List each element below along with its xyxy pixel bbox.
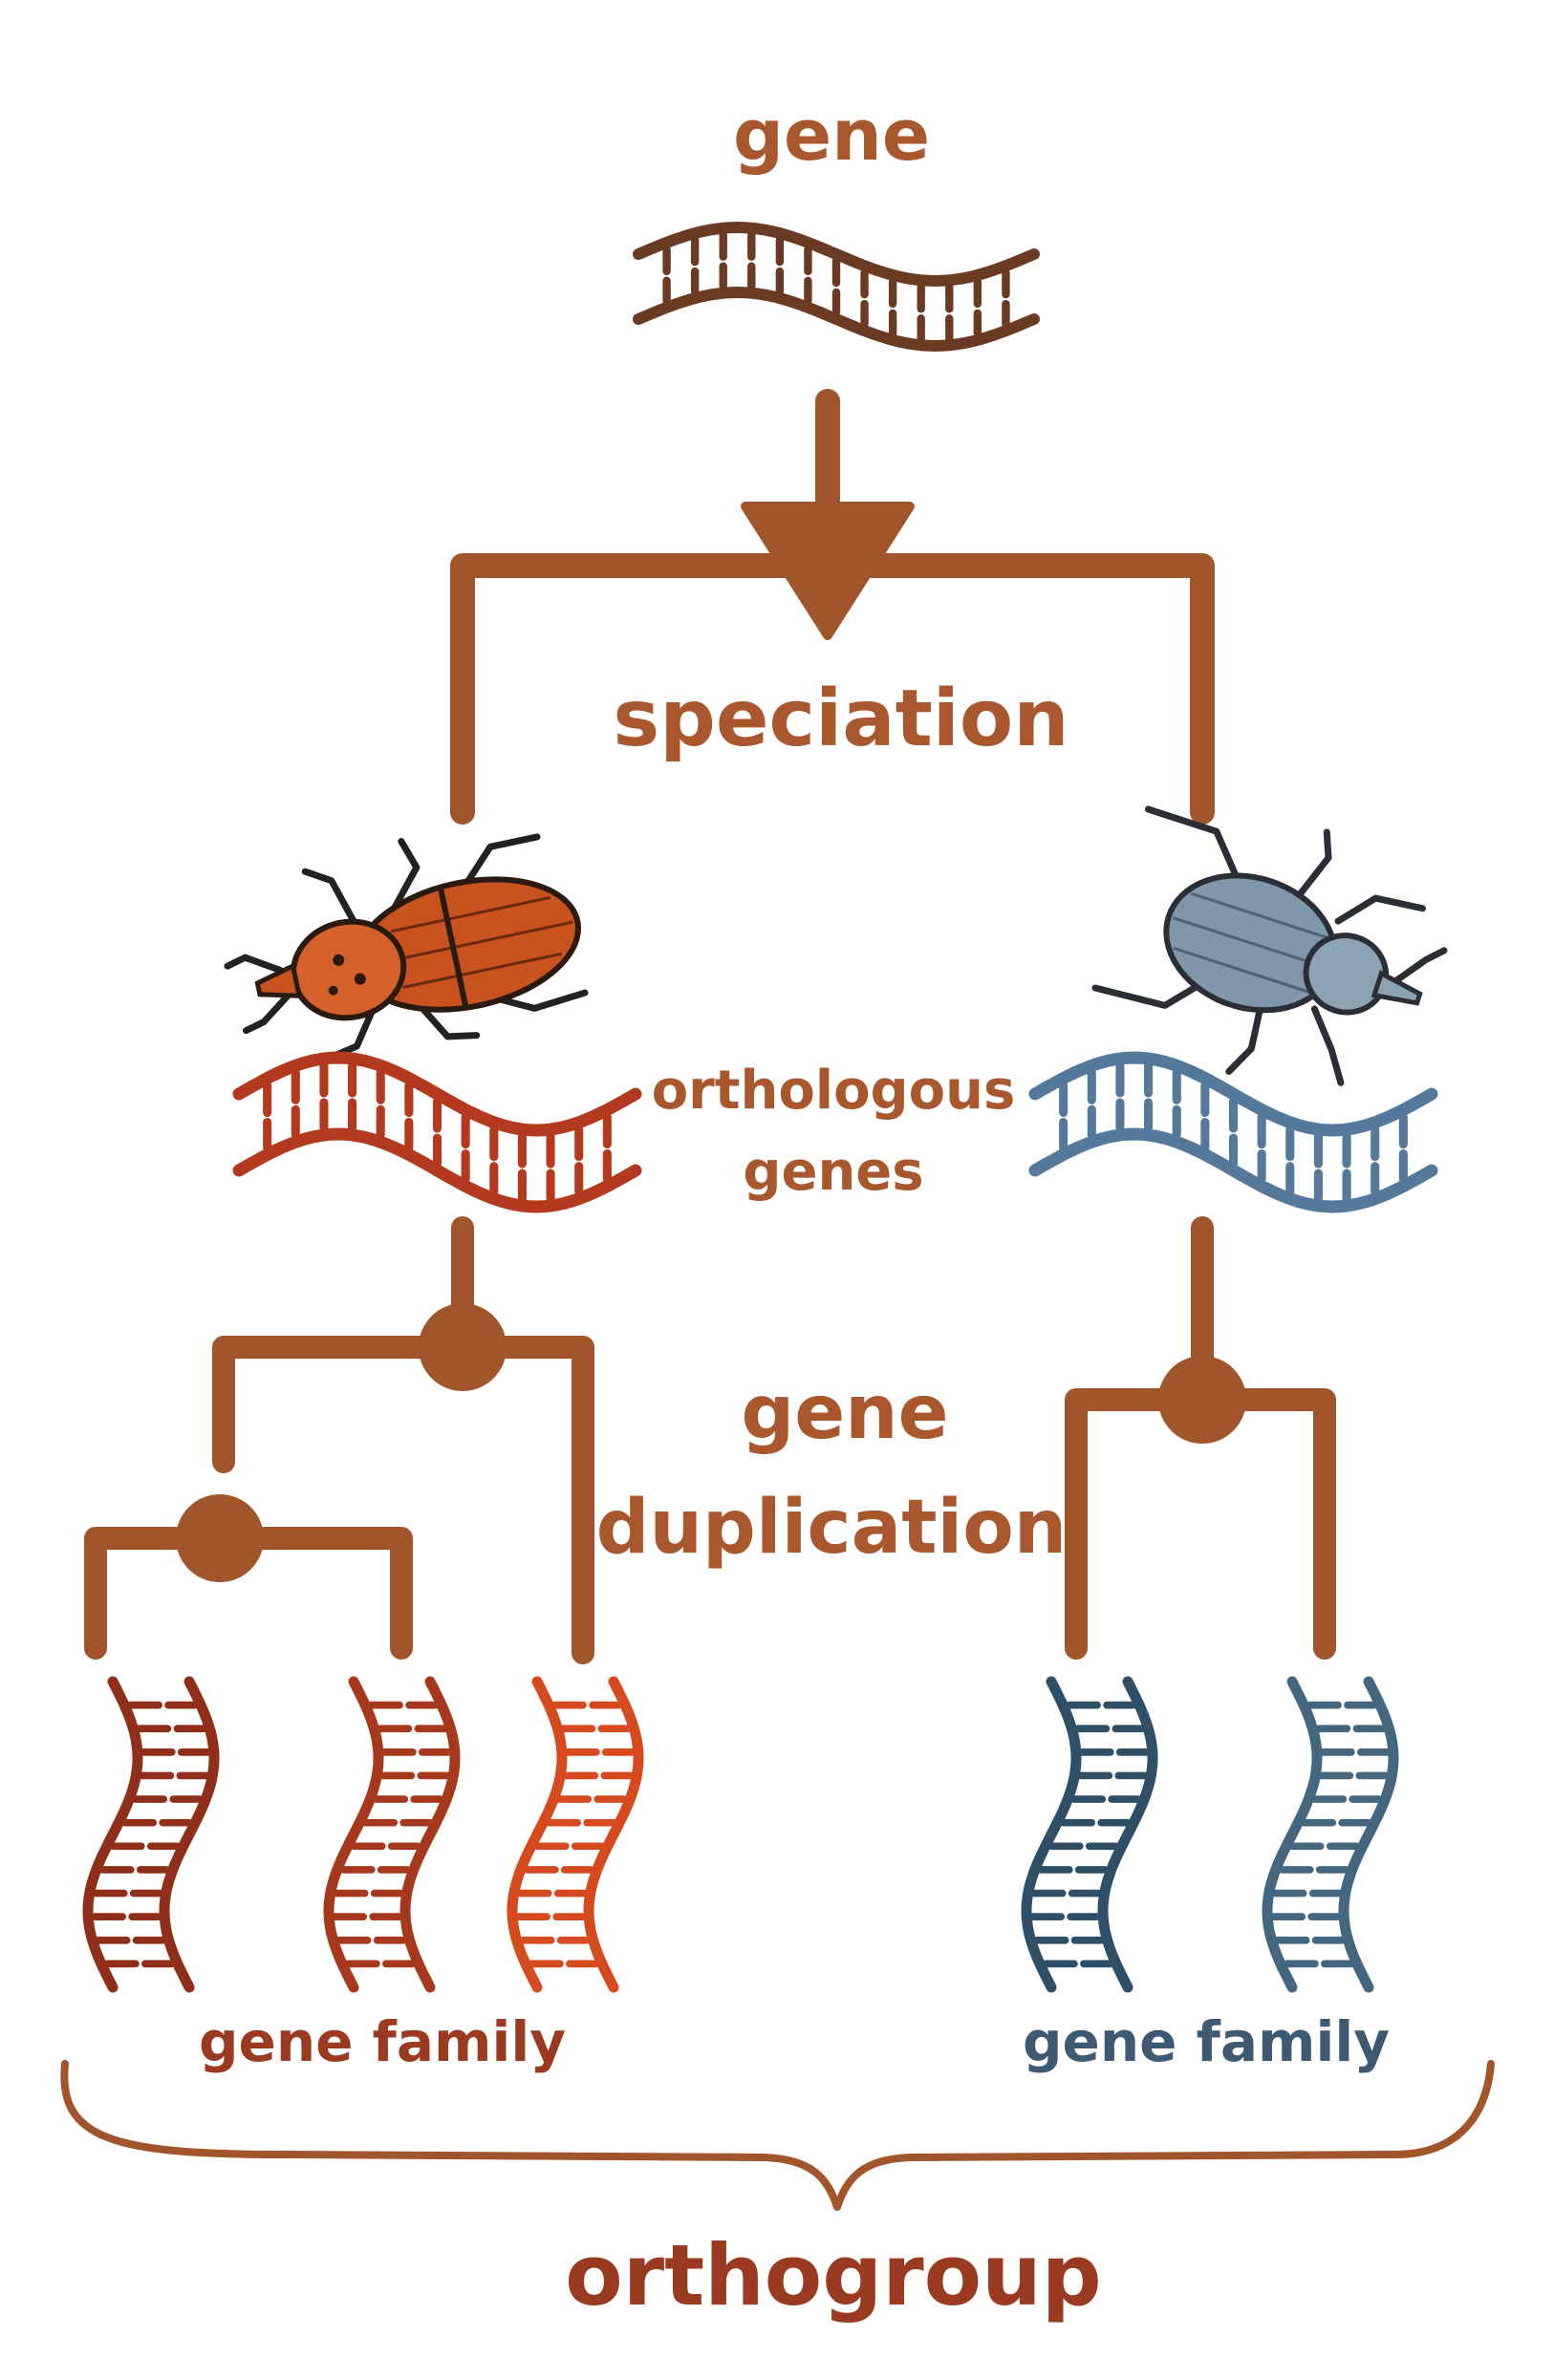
left-duplication-tree xyxy=(84,1216,594,1664)
orthologous-genes-label-line2: genes xyxy=(743,1141,923,1203)
blue-gene-copy-1-dna-icon xyxy=(1021,1676,1158,1993)
speciation-label: speciation xyxy=(613,674,1068,764)
red-weevil-icon xyxy=(224,833,589,1060)
orthogroup-brace xyxy=(60,2060,1495,2211)
gene-duplication-label-line2: duplication xyxy=(596,1485,1068,1571)
blue-weevil-icon xyxy=(1091,805,1448,1086)
left-duplication-node-lower xyxy=(176,1494,264,1582)
gene-family-right-label: gene family xyxy=(1023,2009,1390,2074)
red-gene-copy-2-dna-icon xyxy=(323,1676,461,1993)
gene-duplication-label-line1: gene xyxy=(741,1370,948,1456)
ancestral-gene-dna-icon xyxy=(633,221,1040,353)
left-duplication-node-upper xyxy=(419,1303,507,1391)
right-duplication-node xyxy=(1158,1356,1246,1444)
speciation-arrowhead-icon xyxy=(741,502,915,640)
red-gene-copy-3-dna-icon xyxy=(507,1676,644,1993)
red-gene-copy-1-dna-icon xyxy=(82,1676,220,1993)
gene-family-left-label: gene family xyxy=(199,2009,566,2074)
title-gene: gene xyxy=(733,95,930,177)
blue-species-gene-dna-icon xyxy=(1028,1051,1438,1213)
orthologous-genes-label-line1: orthologous xyxy=(652,1060,1016,1122)
blue-gene-copy-2-dna-icon xyxy=(1262,1676,1399,1993)
orthogroup-label: orthogroup xyxy=(565,2226,1102,2325)
red-species-gene-dna-icon xyxy=(232,1051,642,1213)
